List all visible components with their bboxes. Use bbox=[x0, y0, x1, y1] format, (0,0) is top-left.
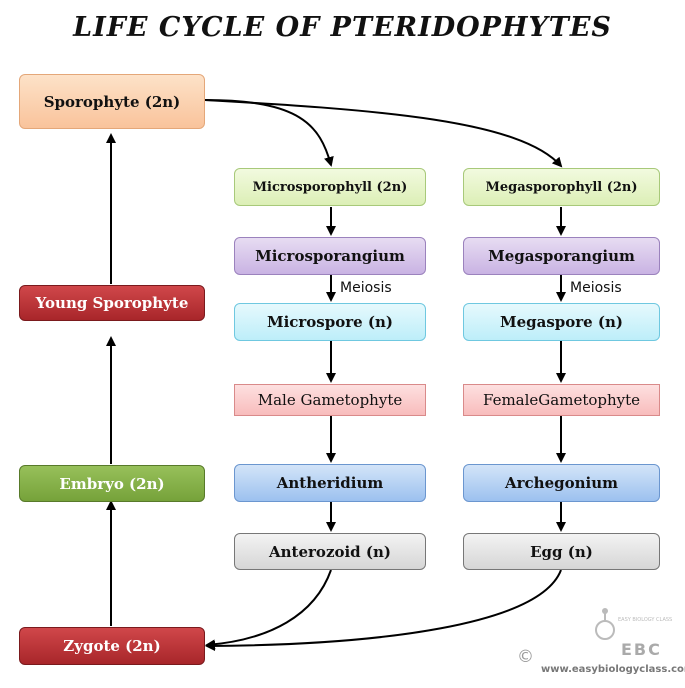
anterozoid-node: Anterozoid (n) bbox=[234, 533, 426, 570]
microsporangium-node: Microsporangium bbox=[234, 237, 426, 275]
arrow-egg-to-zygote bbox=[205, 569, 562, 651]
megaspore-node: Megaspore (n) bbox=[463, 303, 660, 341]
logo-small-text: EASY BIOLOGY CLASS bbox=[618, 617, 673, 623]
arrow-anterozoid-to-zygote bbox=[205, 569, 332, 650]
male-gametophyte-node: Male Gametophyte bbox=[234, 384, 426, 416]
page-title: LIFE CYCLE OF PTERIDOPHYTES bbox=[73, 12, 612, 43]
microsporophyll-node: Microsporophyll (2n) bbox=[234, 168, 426, 206]
archegonium-node: Archegonium bbox=[463, 464, 660, 502]
embryo-node: Embryo (2n) bbox=[19, 465, 205, 502]
meiosis-label-right: Meiosis bbox=[570, 280, 622, 296]
copyright-symbol: © bbox=[517, 647, 534, 667]
sporophyte-node: Sporophyte (2n) bbox=[19, 74, 205, 129]
arrow-sporophyte-to-megasporophyll bbox=[204, 99, 563, 168]
meiosis-label-left: Meiosis bbox=[340, 280, 392, 296]
megasporophyll-node: Megasporophyll (2n) bbox=[463, 168, 660, 206]
zygote-node: Zygote (2n) bbox=[19, 627, 205, 665]
logo-letters: EBC bbox=[621, 640, 662, 659]
antheridium-node: Antheridium bbox=[234, 464, 426, 502]
ebc-logo-icon bbox=[595, 608, 615, 640]
website-watermark: www.easybiologyclass.com bbox=[541, 664, 685, 675]
arrow-sporophyte-to-microsporophyll bbox=[204, 99, 334, 167]
female-gametophyte-node: FemaleGametophyte bbox=[463, 384, 660, 416]
microspore-node: Microspore (n) bbox=[234, 303, 426, 341]
egg-node: Egg (n) bbox=[463, 533, 660, 570]
megasporangium-node: Megasporangium bbox=[463, 237, 660, 275]
young-sporophyte-node: Young Sporophyte bbox=[19, 285, 205, 321]
